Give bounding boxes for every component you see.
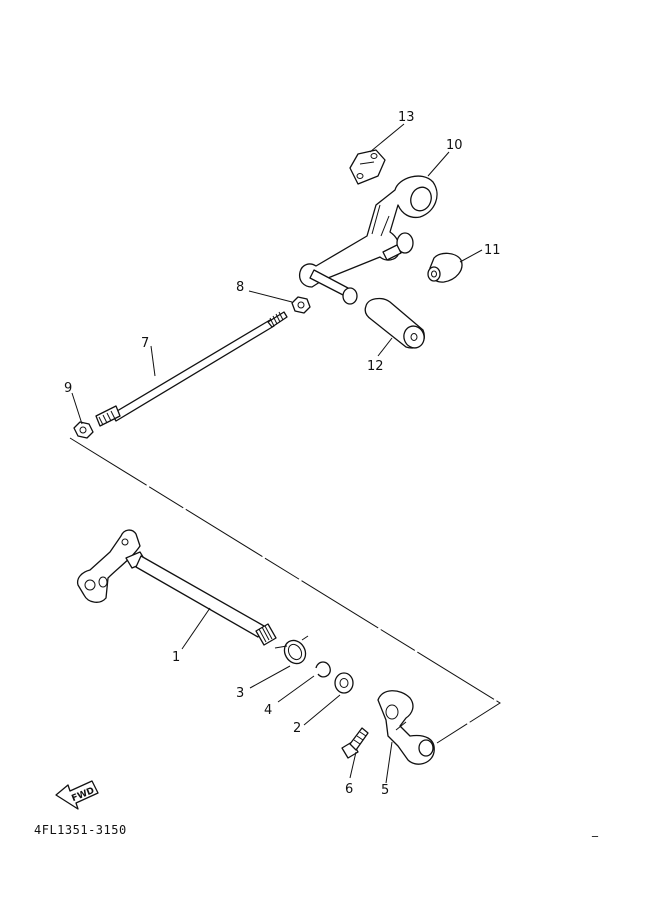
callout-11: 11 xyxy=(484,243,501,258)
part-3-spring[interactable] xyxy=(274,635,310,667)
part-6-bolt[interactable] xyxy=(341,727,369,759)
callout-12: 12 xyxy=(367,359,384,374)
callout-5: 5 xyxy=(381,783,389,798)
callout-2: 2 xyxy=(293,721,301,736)
callout-4: 4 xyxy=(264,703,272,718)
callout-3: 3 xyxy=(236,686,244,701)
fwd-arrow-icon: FWD xyxy=(55,780,99,810)
part-1-shift-shaft[interactable] xyxy=(76,529,277,646)
part-4-circlip[interactable] xyxy=(315,661,331,678)
part-12-sleeve[interactable] xyxy=(364,297,427,351)
part-9-nut[interactable] xyxy=(73,421,94,439)
callout-8: 8 xyxy=(236,280,244,295)
part-11-joint[interactable] xyxy=(427,252,463,283)
leader-lines xyxy=(71,123,483,784)
part-8-nut[interactable] xyxy=(291,296,311,314)
callout-9: 9 xyxy=(64,381,72,396)
callout-10: 10 xyxy=(446,138,463,153)
part-10-shift-pedal[interactable] xyxy=(298,175,438,305)
part-2-bushing[interactable] xyxy=(334,672,354,694)
callout-7: 7 xyxy=(141,336,149,351)
callout-13: 13 xyxy=(398,110,415,125)
part-7-shift-rod[interactable] xyxy=(95,311,288,427)
trailing-mark: _ xyxy=(591,823,599,837)
part-13-gasket[interactable] xyxy=(349,149,386,185)
part-5-shift-arm[interactable] xyxy=(377,690,435,765)
callout-labels: 13 10 11 8 12 7 9 1 3 4 2 6 5 xyxy=(64,110,501,798)
assembly-guide-lines xyxy=(69,437,501,744)
diagram-code: 4FL1351-3150 xyxy=(34,823,127,837)
callout-1: 1 xyxy=(172,650,180,665)
callout-6: 6 xyxy=(345,782,353,797)
